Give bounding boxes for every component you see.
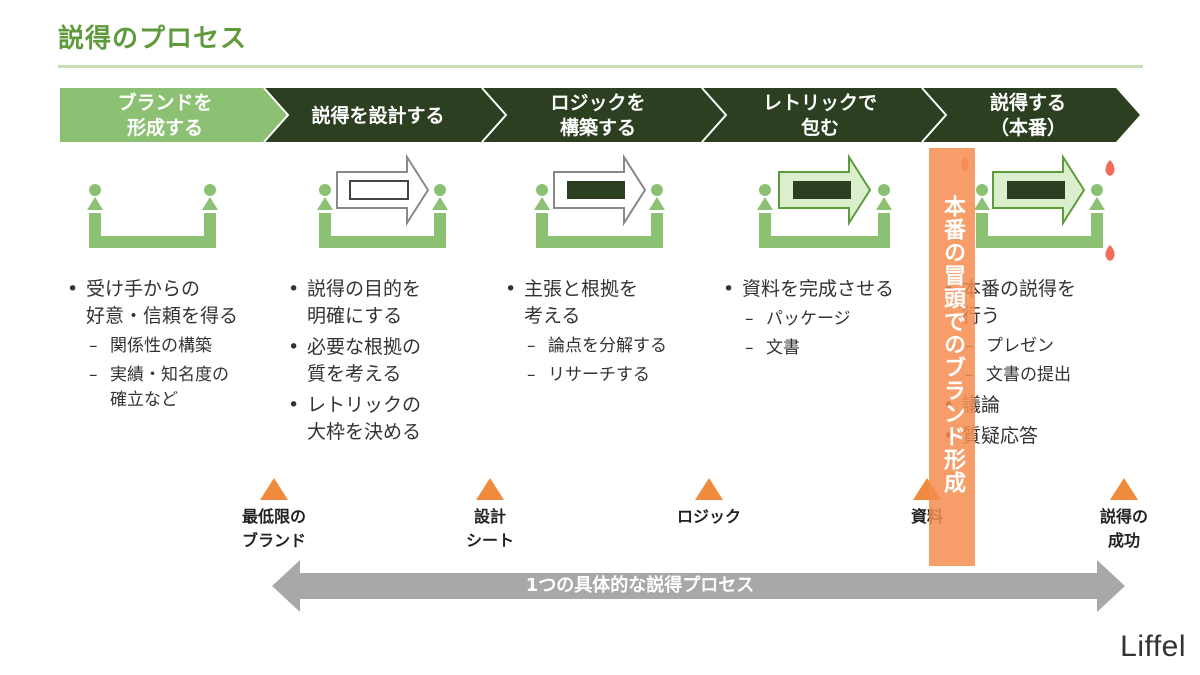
step-chevron-1[interactable] bbox=[60, 88, 288, 142]
step-chevron-5[interactable] bbox=[922, 88, 1140, 142]
illustration-1 bbox=[87, 184, 218, 248]
column-rhetoric: 資料を完成させるパッケージ文書 bbox=[718, 276, 933, 365]
column-design: 説得の目的を明確にする必要な根拠の質を考えるレトリックの大枠を決める bbox=[283, 276, 493, 450]
flame-icon bbox=[1105, 160, 1115, 176]
illustration-4 bbox=[757, 153, 892, 248]
sub-bullet-item: 関係性の構築 bbox=[62, 334, 272, 359]
page-title: 説得のプロセス bbox=[58, 24, 248, 54]
milestone-triangle bbox=[1110, 478, 1138, 500]
step-label-5: 説得する（本番） bbox=[990, 91, 1066, 139]
illustration-3 bbox=[534, 153, 665, 248]
step-chevron-3[interactable] bbox=[482, 88, 726, 142]
illustration-5 bbox=[961, 153, 1115, 261]
sub-bullet-item: パッケージ bbox=[718, 307, 933, 332]
column-logic: 主張と根拠を考える論点を分解するリサーチする bbox=[500, 276, 715, 392]
sub-bullet-item: 論点を分解する bbox=[500, 334, 715, 359]
illustration-2 bbox=[317, 153, 448, 248]
process-span-arrow bbox=[272, 560, 1125, 612]
milestone-triangle bbox=[260, 478, 288, 500]
step-chevron-2[interactable] bbox=[264, 88, 506, 142]
sub-bullet-item: 文書 bbox=[718, 336, 933, 361]
liffel-logo: Liffel bbox=[1120, 630, 1186, 663]
process-span-label: 1つの具体的な説得プロセス bbox=[525, 575, 755, 596]
step-label-1: ブランドを形成する bbox=[117, 91, 212, 139]
flame-icon bbox=[1105, 245, 1115, 261]
step-label-4: レトリックで包む bbox=[763, 92, 877, 139]
milestone-triangle bbox=[476, 478, 504, 500]
opening-brand-banner-text: 本番の冒頭でのブランド形成 bbox=[940, 195, 965, 494]
milestone-triangle bbox=[695, 478, 723, 500]
process-steps bbox=[60, 87, 1140, 143]
step-label-3: ロジックを構築する bbox=[550, 92, 645, 139]
sub-bullet-item: リサーチする bbox=[500, 363, 715, 388]
milestone-label-1: 最低限のブランド bbox=[241, 507, 306, 550]
milestone-label-5: 説得の成功 bbox=[1099, 507, 1148, 550]
opening-brand-banner bbox=[929, 148, 975, 566]
milestone-label-4: 資料 bbox=[910, 507, 943, 526]
bullet-item: 資料を完成させる bbox=[718, 276, 933, 303]
title-underline bbox=[58, 65, 1143, 68]
step-label-2: 説得を設計する bbox=[311, 104, 444, 127]
milestone-label-3: ロジック bbox=[676, 507, 741, 526]
milestone-label-2: 設計シート bbox=[465, 507, 514, 550]
milestone-markers bbox=[260, 478, 1138, 500]
step-chevron-4[interactable] bbox=[702, 88, 946, 142]
